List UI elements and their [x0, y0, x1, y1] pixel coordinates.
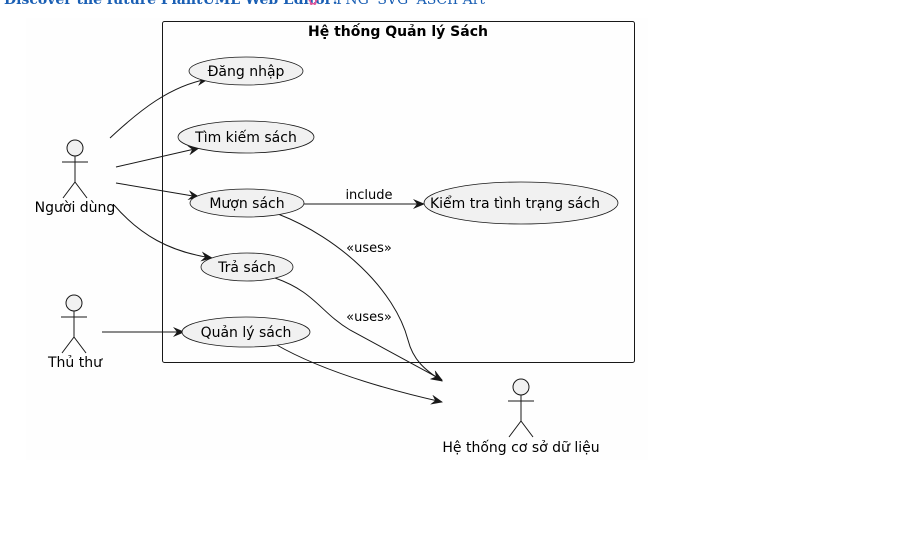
actor-database[interactable] [508, 378, 534, 438]
format-links: PNG SVG ASCII Art [336, 0, 489, 8]
png-link[interactable]: PNG [336, 0, 369, 8]
system-boundary-title: Hệ thống Quản lý Sách [308, 23, 488, 40]
edge-manage-database [274, 343, 443, 405]
use-case-login[interactable]: Đăng nhập [188, 56, 304, 86]
use-case-login-label: Đăng nhập [208, 64, 285, 80]
actor-database-head [512, 378, 530, 396]
top-bar: Discover the future PlantUML Web Editor!… [0, 0, 600, 10]
actor-librarian[interactable] [61, 294, 87, 354]
use-case-manage-label: Quản lý sách [201, 325, 292, 341]
edge-user-return [113, 204, 213, 262]
ascii-art-link[interactable]: ASCII Art [416, 0, 486, 8]
edge-return-database-uses [274, 277, 443, 381]
use-case-check-status-label: Kiểm tra tình trạng sách [430, 195, 600, 212]
system-boundary [162, 21, 635, 363]
actor-librarian-label: Thủ thư [47, 355, 103, 371]
edge-label-uses-borrow: «uses» [346, 241, 392, 256]
use-case-return[interactable]: Trả sách [200, 252, 294, 282]
use-case-borrow-label: Mượn sách [209, 196, 284, 212]
edge-label-include: include [345, 188, 392, 203]
flower-icon: ✿ [308, 0, 319, 8]
actor-user-label: Người dùng [35, 200, 116, 216]
edge-label-uses-return: «uses» [346, 310, 392, 325]
actor-user[interactable] [62, 139, 88, 199]
diagram-canvas [26, 18, 648, 460]
edge-borrow-database-uses [277, 213, 443, 382]
actor-user-head [66, 139, 84, 157]
use-case-search-label: Tìm kiếm sách [194, 129, 297, 146]
svg-link[interactable]: SVG [377, 0, 409, 8]
actor-database-label: Hệ thống cơ sở dữ liệu [442, 439, 599, 456]
edge-user-borrow [115, 182, 200, 201]
edge-user-login [109, 76, 209, 139]
use-case-search[interactable]: Tìm kiếm sách [177, 120, 315, 154]
use-case-borrow[interactable]: Mượn sách [189, 188, 305, 218]
use-case-return-label: Trả sách [217, 260, 276, 276]
use-case-manage[interactable]: Quản lý sách [181, 316, 311, 348]
actor-librarian-head [65, 294, 83, 312]
web-editor-promo-link[interactable]: Discover the future PlantUML Web Editor! [4, 0, 339, 8]
edge-user-search [115, 145, 200, 168]
use-case-check-status[interactable]: Kiểm tra tình trạng sách [423, 181, 619, 225]
